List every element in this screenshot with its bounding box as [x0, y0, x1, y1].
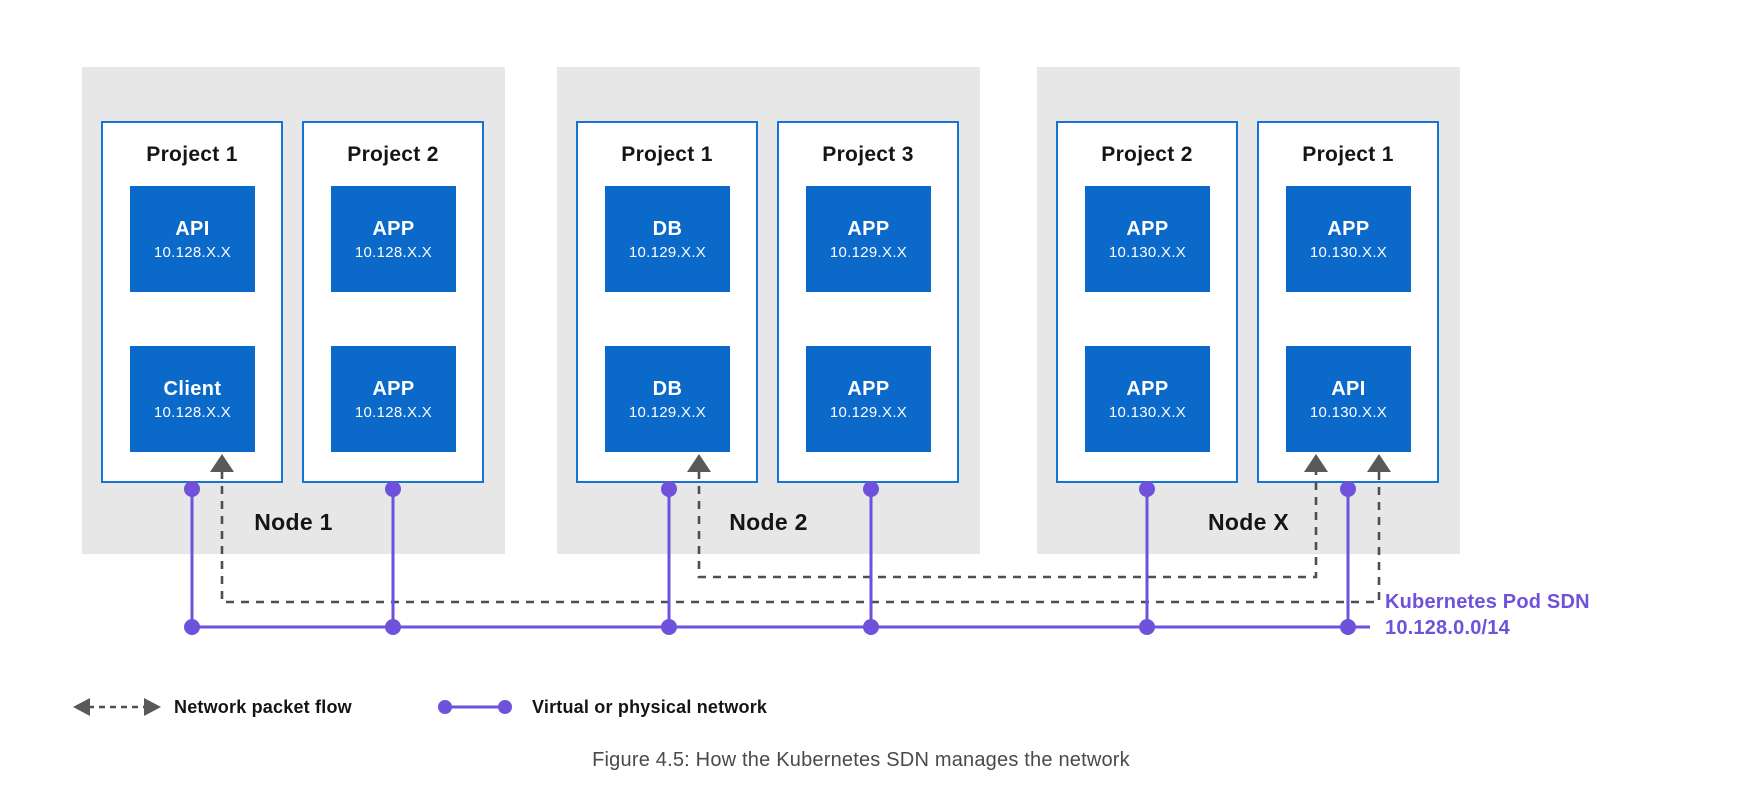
- pod-name: DB: [652, 217, 683, 240]
- pod-app: APP 10.128.X.X: [331, 186, 456, 292]
- pod-app: APP 10.130.X.X: [1085, 186, 1210, 292]
- pod-name: APP: [372, 217, 415, 240]
- pod-ip: 10.129.X.X: [829, 243, 908, 261]
- pod-ip: 10.128.X.X: [354, 403, 433, 421]
- pod-name: APP: [847, 217, 890, 240]
- packet-flow-legend-icon: [73, 698, 161, 716]
- pod-name: APP: [1126, 217, 1169, 240]
- pod-name: APP: [372, 377, 415, 400]
- project-title: Project 1: [621, 143, 713, 166]
- network-legend-label: Virtual or physical network: [532, 697, 768, 717]
- node-x-project-2-box: Project 2 APP 10.130.X.X APP 10.130.X.X: [1056, 121, 1238, 483]
- pod-app: APP 10.130.X.X: [1286, 186, 1411, 292]
- pod-name: APP: [847, 377, 890, 400]
- node-x-project-1-box: Project 1 APP 10.130.X.X API 10.130.X.X: [1257, 121, 1439, 483]
- project-title: Project 2: [347, 143, 439, 166]
- node-2-project-3-box: Project 3 APP 10.129.X.X APP 10.129.X.X: [777, 121, 959, 483]
- pod-app: APP 10.129.X.X: [806, 186, 931, 292]
- pod-ip: 10.129.X.X: [628, 403, 707, 421]
- pod-ip: 10.130.X.X: [1309, 243, 1388, 261]
- network-legend-icon: [438, 700, 512, 714]
- pod-db: DB 10.129.X.X: [605, 346, 730, 452]
- node-2-project-1-box: Project 1 DB 10.129.X.X DB 10.129.X.X: [576, 121, 758, 483]
- pod-ip: 10.130.X.X: [1309, 403, 1388, 421]
- pod-name: API: [175, 217, 210, 240]
- figure-caption: Figure 4.5: How the Kubernetes SDN manag…: [592, 749, 1130, 771]
- node-label: Node 1: [254, 509, 333, 535]
- pod-name: API: [1331, 377, 1366, 400]
- pod-name: DB: [652, 377, 683, 400]
- pod-api: API 10.128.X.X: [130, 186, 255, 292]
- node-label: Node 2: [729, 509, 808, 535]
- pod-sdn-label: Kubernetes Pod SDN 10.128.0.0/14: [1385, 589, 1590, 641]
- pod-ip: 10.129.X.X: [628, 243, 707, 261]
- node-1-box: Project 1 API 10.128.X.X Client 10.128.X…: [82, 67, 505, 554]
- project-title: Project 1: [1302, 143, 1394, 166]
- node-2-box: Project 1 DB 10.129.X.X DB 10.129.X.X Pr…: [557, 67, 980, 554]
- pod-ip: 10.128.X.X: [153, 403, 232, 421]
- project-title: Project 2: [1101, 143, 1193, 166]
- pod-ip: 10.129.X.X: [829, 403, 908, 421]
- pod-name: Client: [163, 377, 222, 400]
- node-1-project-1-box: Project 1 API 10.128.X.X Client 10.128.X…: [101, 121, 283, 483]
- pod-app: APP 10.128.X.X: [331, 346, 456, 452]
- node-label: Node X: [1207, 509, 1290, 535]
- project-title: Project 1: [146, 143, 238, 166]
- pod-db: DB 10.129.X.X: [605, 186, 730, 292]
- pod-sdn-label-title: Kubernetes Pod SDN: [1385, 591, 1590, 613]
- project-title: Project 3: [822, 143, 914, 166]
- pod-api: API 10.130.X.X: [1286, 346, 1411, 452]
- pod-app: APP 10.130.X.X: [1085, 346, 1210, 452]
- pod-name: APP: [1327, 217, 1370, 240]
- pod-app: APP 10.129.X.X: [806, 346, 931, 452]
- packet-flow-legend-label: Network packet flow: [174, 697, 352, 717]
- pod-ip: 10.130.X.X: [1108, 243, 1187, 261]
- pod-ip: 10.130.X.X: [1108, 403, 1187, 421]
- pod-client: Client 10.128.X.X: [130, 346, 255, 452]
- pod-name: APP: [1126, 377, 1169, 400]
- pod-ip: 10.128.X.X: [354, 243, 433, 261]
- node-1-project-2-box: Project 2 APP 10.128.X.X APP 10.128.X.X: [302, 121, 484, 483]
- pod-sdn-label-cidr: 10.128.0.0/14: [1385, 617, 1510, 639]
- pod-ip: 10.128.X.X: [153, 243, 232, 261]
- node-x-box: Project 2 APP 10.130.X.X APP 10.130.X.X …: [1037, 67, 1460, 554]
